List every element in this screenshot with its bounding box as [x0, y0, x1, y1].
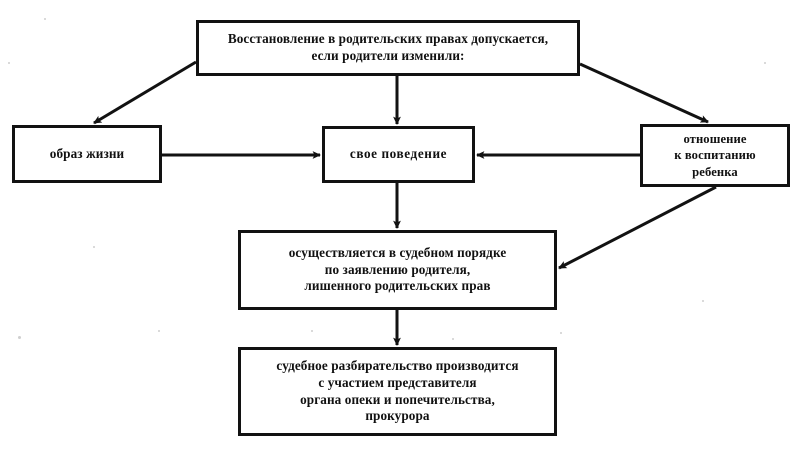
- node-procedure-label: осуществляется в судебном порядке по зая…: [288, 244, 507, 294]
- scan-speckle: [158, 330, 160, 332]
- node-attitude-label: отношение к воспитанию ребенка: [674, 132, 756, 179]
- node-behaviour[interactable]: свое поведение: [322, 126, 475, 183]
- scan-speckle: [560, 332, 562, 334]
- scan-speckle: [93, 246, 95, 248]
- node-lifestyle-label: образ жизни: [49, 145, 125, 161]
- node-premise-label: Восстановление в родительских правах доп…: [227, 31, 549, 63]
- scan-speckle: [18, 336, 21, 339]
- node-behaviour-label: свое поведение: [349, 146, 448, 162]
- edge-attitude-to-procedure: [558, 185, 717, 270]
- scan-speckle: [8, 62, 10, 64]
- node-hearing[interactable]: судебное разбирательство производится с …: [238, 347, 557, 436]
- scan-speckle: [452, 338, 454, 340]
- node-procedure[interactable]: осуществляется в судебном порядке по зая…: [238, 230, 557, 310]
- node-hearing-label: судебное разбирательство производится с …: [276, 357, 519, 424]
- edge-premise-to-lifestyle: [93, 60, 197, 125]
- node-lifestyle[interactable]: образ жизни: [12, 125, 162, 183]
- node-attitude[interactable]: отношение к воспитанию ребенка: [640, 124, 790, 187]
- scan-speckle: [702, 300, 704, 302]
- scan-speckle: [311, 330, 313, 332]
- scan-speckle: [44, 18, 46, 20]
- edge-premise-to-attitude: [579, 62, 709, 124]
- node-premise[interactable]: Восстановление в родительских правах доп…: [196, 20, 580, 76]
- scan-speckle: [764, 62, 766, 64]
